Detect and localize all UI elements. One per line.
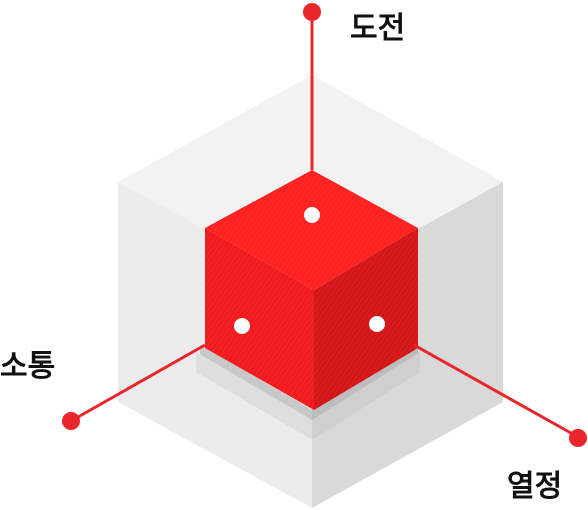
- red-cube-hatch-left: [205, 228, 314, 410]
- label-communication: 소통: [0, 349, 56, 384]
- line-left: [70, 343, 206, 423]
- connector-lines: [70, 13, 579, 439]
- red-cube: [205, 170, 418, 410]
- inner-well-lip-left: [196, 352, 312, 440]
- red-cube-hatch-top: [205, 170, 418, 290]
- red-cube-hatch-right: [314, 228, 418, 410]
- line-right: [413, 343, 579, 439]
- inner-well-lip-right: [312, 352, 420, 440]
- label-passion: 열정: [507, 469, 563, 504]
- endpoint-dots: [62, 3, 587, 447]
- dot-left-endpoint: [62, 412, 80, 430]
- dot-cube-top: [304, 207, 320, 223]
- dot-cube-left: [234, 318, 250, 334]
- label-challenge: 도전: [350, 11, 406, 46]
- inner-well: [196, 345, 420, 440]
- cube-face-dots: [234, 207, 385, 334]
- dot-top-endpoint: [303, 3, 321, 21]
- dot-cube-right: [369, 316, 385, 332]
- dot-right-endpoint: [569, 429, 587, 447]
